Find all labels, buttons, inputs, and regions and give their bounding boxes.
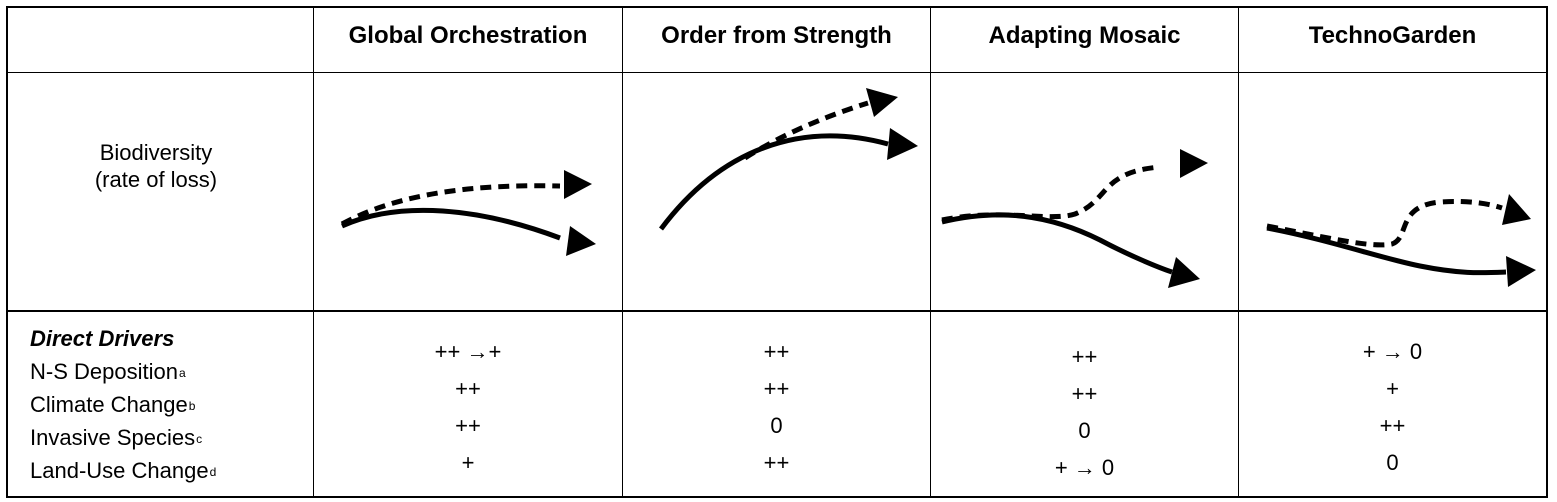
driver-label-text: Invasive Species bbox=[30, 425, 196, 450]
footnote-marker: b bbox=[188, 399, 196, 413]
driver-label-text: Land-Use Change bbox=[30, 458, 209, 483]
solid-trend-line bbox=[941, 212, 1173, 275]
driver-value: ++ →+ bbox=[434, 339, 502, 364]
driver-value: ++ bbox=[455, 413, 481, 438]
column-divider bbox=[1238, 6, 1239, 498]
driver-value: + bbox=[1386, 376, 1399, 401]
arrow-head bbox=[1180, 149, 1208, 178]
rate-of-loss-label: (rate of loss) bbox=[94, 167, 218, 192]
footnote-marker: c bbox=[196, 432, 203, 446]
footnote-marker: a bbox=[178, 366, 186, 380]
dashed-trend-line bbox=[743, 100, 869, 161]
technogarden-trend bbox=[1266, 194, 1536, 287]
arrow-head bbox=[564, 170, 592, 199]
table-border-bottom bbox=[6, 496, 1548, 498]
driver-value: + → 0 bbox=[1362, 339, 1423, 364]
driver-label-text: Climate Change bbox=[30, 392, 188, 417]
global-orchestration-trend bbox=[340, 170, 596, 256]
driver-value: ++ bbox=[1071, 381, 1098, 406]
table-border-top bbox=[6, 6, 1548, 8]
driver-label-land-use-change: Land-Use Changed bbox=[30, 454, 216, 487]
drivers-adapting-mosaic: ++ ++ 0 + → 0 bbox=[931, 338, 1238, 486]
direct-drivers-labels: Direct Drivers N-S Depositiona Climate C… bbox=[30, 322, 216, 487]
biodiversity-row-label: Biodiversity (rate of loss) bbox=[6, 72, 306, 310]
header-global-orchestration: Global Orchestration bbox=[348, 22, 588, 49]
footnote-marker: d bbox=[209, 465, 217, 479]
direct-drivers-title: Direct Drivers bbox=[30, 326, 175, 351]
driver-label-climate-change: Climate Changeb bbox=[30, 388, 216, 421]
driver-value: ++ bbox=[763, 376, 790, 401]
table-border-right bbox=[1546, 6, 1548, 498]
driver-label-ns-deposition: N-S Depositiona bbox=[30, 355, 216, 388]
arrow-head bbox=[887, 128, 918, 160]
driver-value: 0 bbox=[770, 413, 783, 438]
driver-value: ++ bbox=[1379, 413, 1406, 438]
adapting-mosaic-trend bbox=[941, 149, 1208, 288]
header-order-from-strength: Order from Strength bbox=[661, 22, 892, 49]
solid-trend-line bbox=[658, 133, 889, 231]
column-divider bbox=[930, 6, 931, 498]
table-border-left bbox=[6, 6, 8, 498]
biodiversity-label: Biodiversity bbox=[99, 140, 213, 165]
drivers-technogarden: + → 0 + ++ 0 bbox=[1239, 333, 1546, 481]
header-adapting-mosaic: Adapting Mosaic bbox=[988, 22, 1181, 49]
arrow-head bbox=[566, 226, 596, 256]
arrow-head bbox=[866, 88, 898, 117]
dashed-trend-line bbox=[1266, 199, 1503, 248]
driver-value: ++ bbox=[763, 450, 790, 475]
arrow-head bbox=[1168, 257, 1200, 288]
arrow-head bbox=[1502, 194, 1531, 225]
dashed-trend-line bbox=[941, 164, 1161, 223]
solid-trend-line bbox=[1266, 225, 1507, 276]
header-technogarden: TechnoGarden bbox=[1308, 22, 1477, 49]
driver-value: ++ bbox=[455, 376, 481, 401]
driver-value: 0 bbox=[1386, 450, 1399, 475]
solid-trend-line bbox=[340, 207, 561, 241]
order-from-strength-trend bbox=[658, 88, 918, 231]
driver-value: + bbox=[461, 450, 475, 475]
header-divider bbox=[6, 72, 1548, 73]
driver-label-text: N-S Deposition bbox=[30, 359, 178, 384]
driver-value: + → 0 bbox=[1054, 455, 1115, 480]
driver-value: ++ bbox=[1071, 344, 1098, 369]
drivers-order-from-strength: ++ ++ 0 ++ bbox=[623, 333, 930, 481]
driver-label-invasive-species: Invasive Speciesc bbox=[30, 421, 216, 454]
drivers-divider bbox=[6, 310, 1548, 312]
dashed-trend-line bbox=[340, 183, 561, 227]
drivers-global-orchestration: ++ →+ ++ ++ + bbox=[314, 333, 622, 481]
column-divider bbox=[622, 6, 623, 498]
column-divider bbox=[313, 6, 314, 498]
driver-value: 0 bbox=[1078, 418, 1091, 443]
driver-value: ++ bbox=[763, 339, 790, 364]
arrow-head bbox=[1506, 256, 1536, 287]
